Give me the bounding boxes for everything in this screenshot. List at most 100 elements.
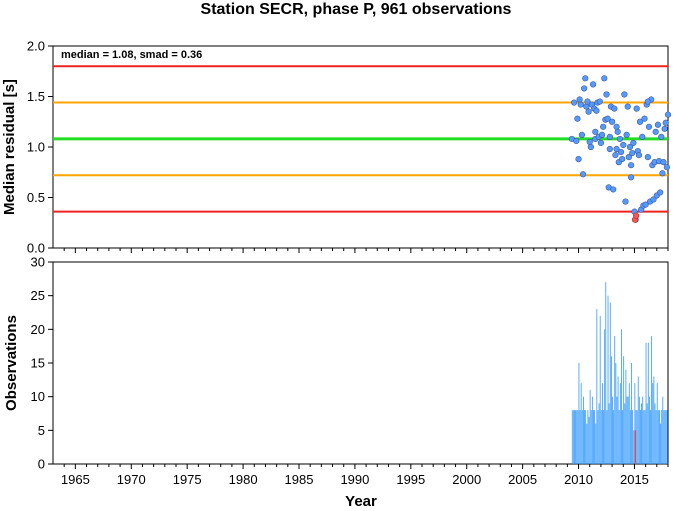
- x-axis-label: Year: [345, 493, 377, 510]
- data-point: [626, 143, 634, 151]
- observation-bar: [583, 396, 584, 464]
- observation-bar: [642, 396, 644, 464]
- observation-bar: [577, 410, 579, 464]
- observation-bar: [644, 410, 646, 464]
- observation-bar: [606, 410, 608, 464]
- data-point: [642, 201, 649, 208]
- observation-bar: [604, 329, 606, 464]
- data-point: [644, 98, 651, 105]
- data-point: [614, 128, 621, 135]
- observations-ytick-label: 20: [31, 322, 45, 337]
- data-point: [606, 133, 613, 140]
- data-point: [598, 131, 606, 138]
- xtick-label: 1995: [396, 472, 425, 487]
- observation-bar: [666, 410, 668, 464]
- observation-bar: [621, 329, 622, 464]
- data-point: [613, 123, 620, 130]
- data-point: [644, 154, 651, 161]
- observation-bar: [585, 410, 587, 464]
- observation-bar: [665, 410, 667, 464]
- observation-bar: [625, 369, 627, 464]
- data-point: [633, 105, 640, 112]
- residual-panel: median = 1.08, smad = 0.36 0.00.51.01.52…: [1, 39, 672, 256]
- data-point: [608, 118, 616, 125]
- observation-bar: [597, 410, 599, 464]
- residual-plot-frame: [52, 45, 669, 249]
- residual-ytick-label: 2.0: [27, 39, 45, 54]
- data-point: [660, 159, 667, 166]
- data-point: [585, 108, 592, 115]
- observation-bar: [664, 410, 666, 464]
- xtick-label: 2015: [620, 472, 649, 487]
- observation-bar: [584, 410, 585, 464]
- xtick-label: 1975: [173, 472, 202, 487]
- observations-ytick-label: 15: [31, 356, 45, 371]
- observation-bar: [632, 410, 634, 464]
- data-point: [617, 148, 625, 156]
- data-point: [600, 123, 607, 130]
- observation-bar: [615, 363, 617, 464]
- outlier-point: [633, 212, 640, 219]
- residual-ytick-label: 1.0: [27, 140, 45, 155]
- observations-ytick-label: 25: [31, 288, 45, 303]
- data-point: [625, 154, 632, 161]
- observation-bar: [613, 410, 615, 464]
- observation-bar: [600, 410, 602, 464]
- observation-bar: [650, 410, 651, 464]
- data-point: [581, 85, 588, 92]
- observation-bar: [654, 403, 656, 464]
- observation-bar: [579, 410, 581, 464]
- data-point: [652, 128, 659, 135]
- observation-bar: [637, 376, 639, 464]
- observation-bar: [656, 383, 658, 464]
- observation-bar: [662, 396, 664, 464]
- observation-bar: [595, 423, 597, 464]
- chart-title: Station SECR, phase P, 961 observations: [201, 1, 512, 18]
- observation-bar: [610, 356, 612, 464]
- observation-bar: [572, 410, 574, 464]
- observation-bar: [593, 410, 594, 464]
- residual-y-axis-label: Median residual [s]: [1, 79, 18, 215]
- data-point: [639, 133, 646, 140]
- observation-bar: [627, 396, 629, 464]
- data-point: [611, 105, 618, 112]
- observation-bar: [659, 410, 660, 464]
- observation-bar: [609, 302, 611, 464]
- data-point: [576, 96, 583, 103]
- observation-bar: [635, 410, 637, 464]
- observation-bar: [645, 342, 647, 464]
- observation-bar: [651, 336, 653, 464]
- observation-bar: [619, 383, 621, 464]
- observation-bar: [596, 309, 598, 464]
- observation-bar: [617, 376, 619, 464]
- data-point: [658, 133, 665, 140]
- data-point: [579, 171, 587, 178]
- observation-bar: [657, 410, 659, 464]
- observation-bar: [623, 356, 625, 464]
- data-point: [601, 75, 608, 82]
- data-point: [592, 128, 599, 135]
- data-point: [603, 91, 610, 98]
- xtick-label: 1990: [340, 472, 369, 487]
- data-point: [659, 170, 666, 177]
- data-point: [587, 143, 594, 151]
- data-point: [597, 139, 605, 147]
- data-point: [622, 198, 629, 205]
- data-point: [612, 151, 619, 159]
- observation-bar: [576, 410, 578, 464]
- observation-bar: [594, 410, 595, 464]
- residual-ytick-label: 1.5: [27, 89, 45, 104]
- data-point: [654, 121, 662, 128]
- observation-bar: [660, 423, 661, 464]
- data-point: [570, 99, 578, 106]
- xtick-label: 2005: [508, 472, 537, 487]
- data-point: [645, 123, 653, 130]
- observation-bar: [634, 383, 636, 464]
- data-point: [629, 149, 636, 157]
- observation-bar: [614, 336, 616, 464]
- data-point: [582, 75, 589, 82]
- data-point: [586, 138, 593, 146]
- observation-bar: [633, 430, 635, 464]
- observation-bar: [629, 410, 631, 464]
